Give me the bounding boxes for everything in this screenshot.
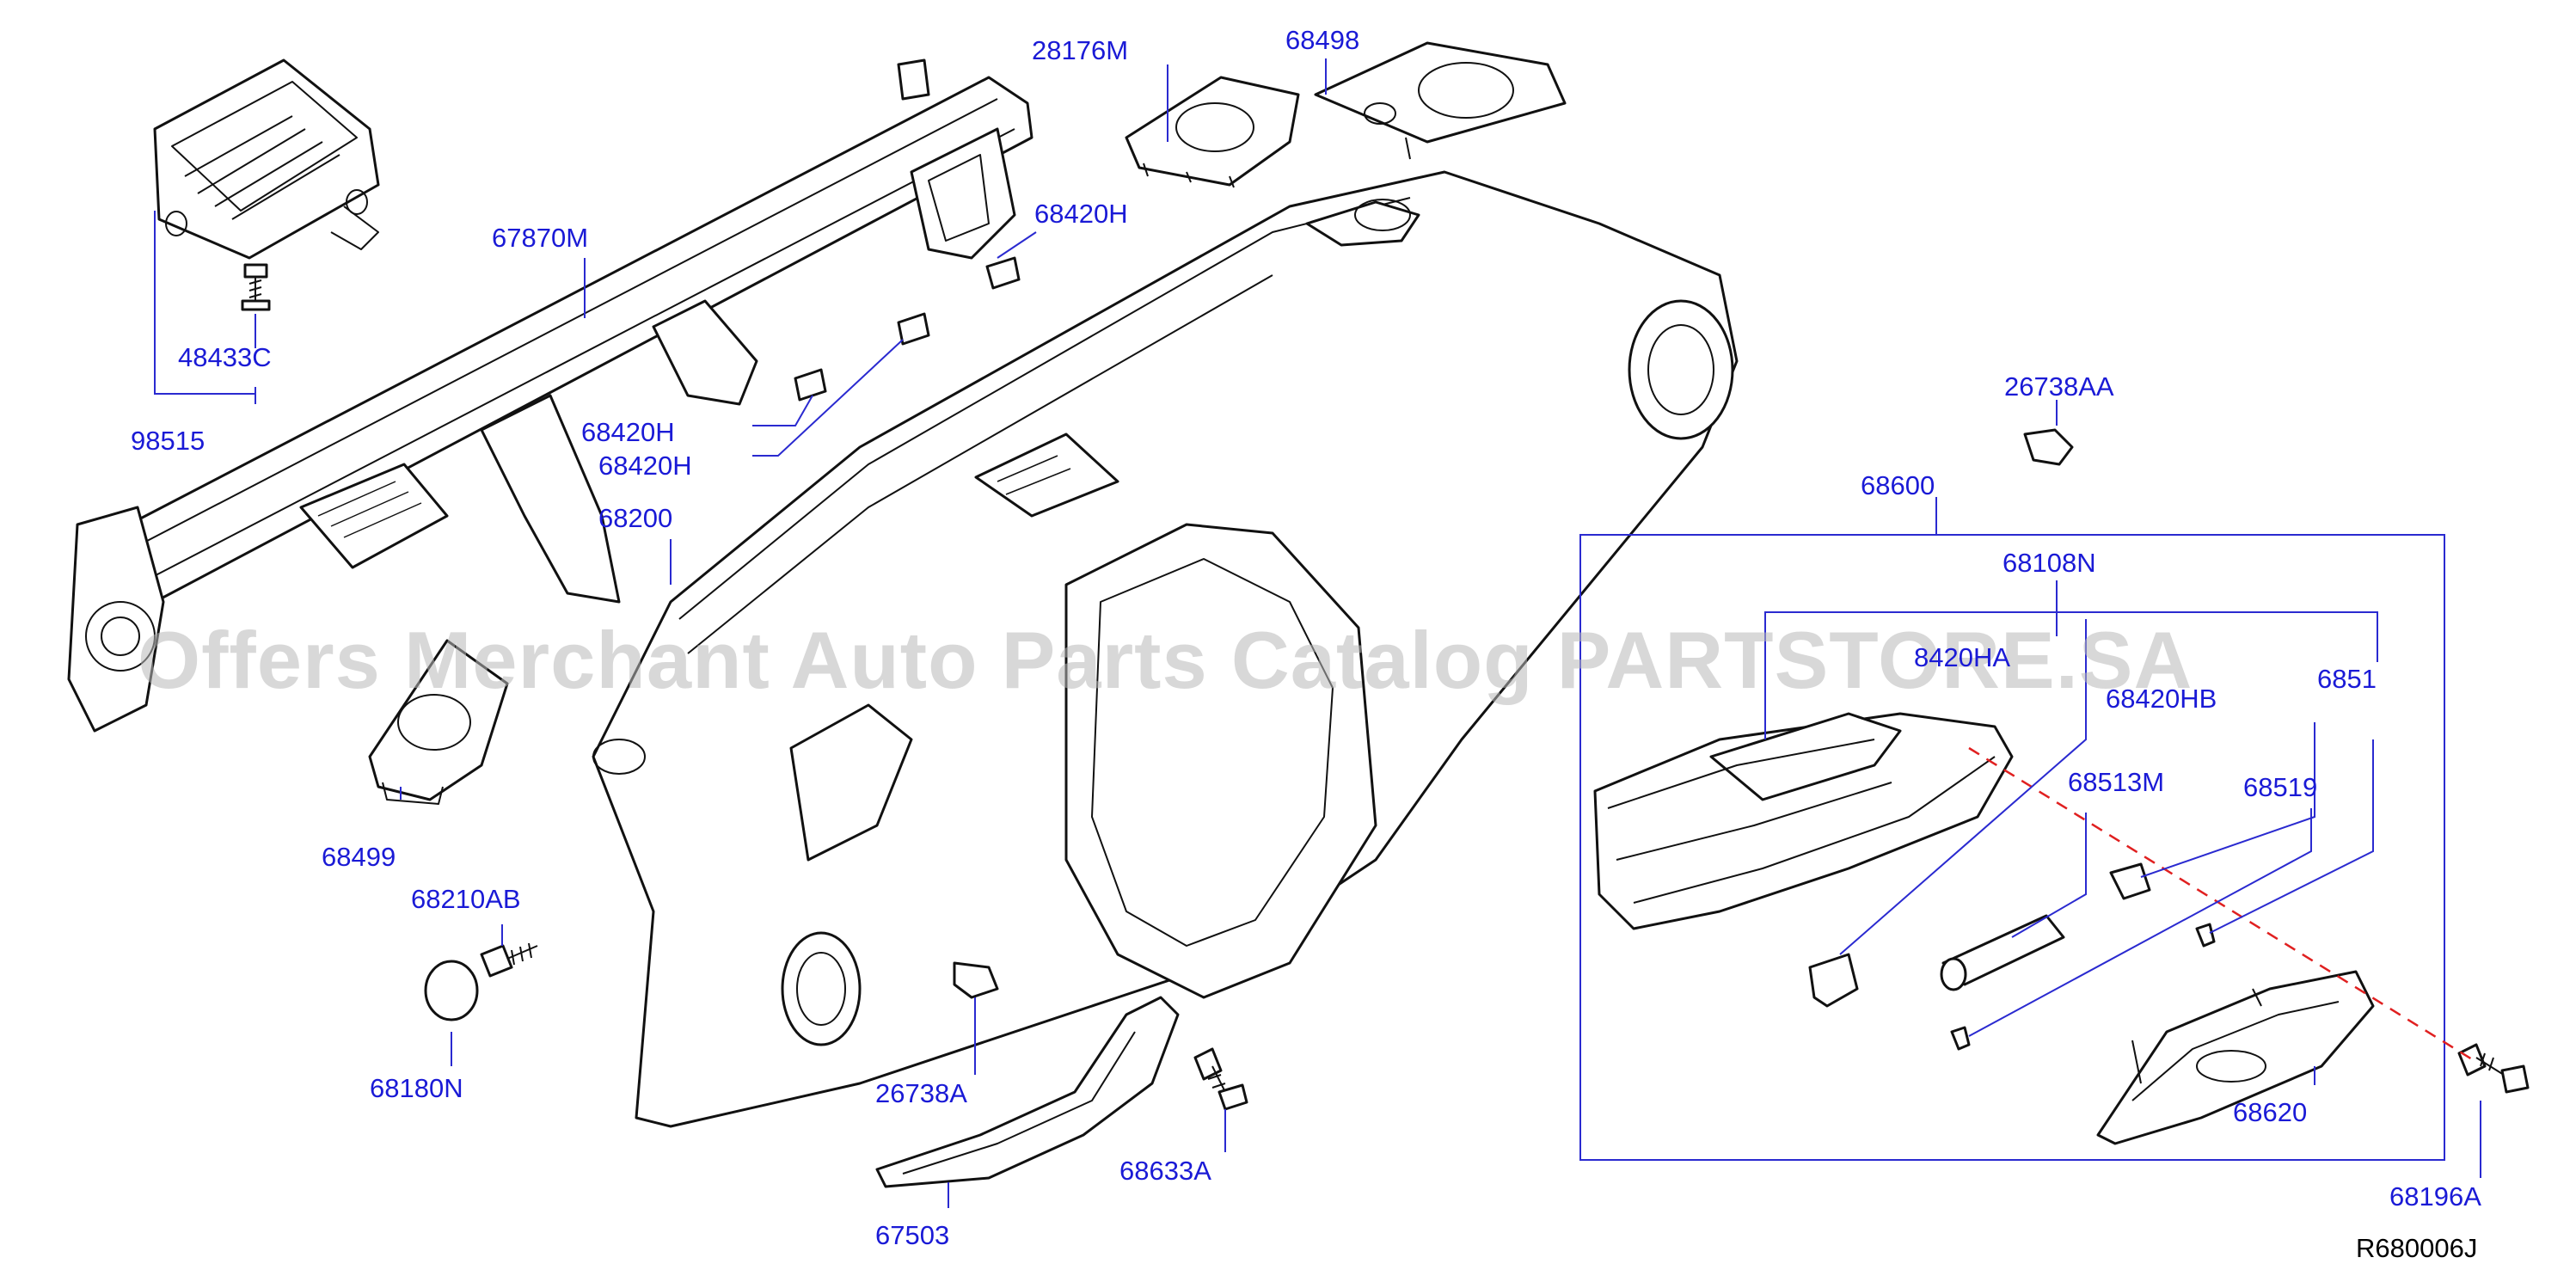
bolt-68633A-drawing — [1193, 1047, 1248, 1111]
clip-26738A-drawing — [953, 961, 999, 999]
label-68200[interactable]: 68200 — [598, 503, 672, 533]
label-68600[interactable]: 68600 — [1861, 470, 1935, 500]
label-67870M[interactable]: 67870M — [492, 223, 588, 253]
clip-68420HA-drawing — [1808, 953, 1859, 1008]
screw-68519-right-drawing — [2195, 923, 2216, 948]
label-68513M[interactable]: 68513M — [2068, 767, 2164, 797]
label-48433C[interactable]: 48433C — [178, 342, 272, 372]
label-68180N[interactable]: 68180N — [370, 1073, 463, 1103]
damper-68513M-drawing — [1940, 914, 2065, 991]
clip-26738AA-drawing — [2023, 428, 2074, 466]
label-68420H-top[interactable]: 68420H — [1034, 199, 1128, 229]
plug-68180N-drawing — [424, 960, 479, 1021]
finisher-68499-drawing — [368, 639, 509, 805]
steering-member-drawing — [67, 58, 1033, 733]
leader-lines — [154, 58, 2481, 1208]
label-98515[interactable]: 98515 — [131, 426, 205, 456]
glovebox-lid-drawing — [2096, 970, 2375, 1145]
group-box-68600 — [1579, 534, 2445, 1161]
label-68420H-b[interactable]: 68420H — [598, 451, 692, 481]
label-68620[interactable]: 68620 — [2233, 1097, 2307, 1127]
watermark-text: Offers Merchant Auto Parts Catalog PARTS… — [138, 615, 2193, 705]
label-68420H-a[interactable]: 68420H — [581, 417, 675, 447]
airbag-module-drawing — [153, 58, 380, 260]
label-68633A[interactable]: 68633A — [1119, 1156, 1211, 1186]
label-26738A[interactable]: 26738A — [875, 1078, 967, 1108]
assembly-axis-line — [1968, 746, 2477, 1064]
label-68420HB[interactable]: 68420HB — [2106, 684, 2217, 714]
clip-68420HB-drawing — [2109, 862, 2151, 900]
label-68210AB[interactable]: 68210AB — [411, 884, 521, 914]
screw-68519-drawing — [1950, 1026, 1971, 1051]
label-26738AA[interactable]: 26738AA — [2004, 371, 2114, 402]
label-68108N[interactable]: 68108N — [2003, 548, 2096, 578]
label-68519-right[interactable]: 6851 — [2317, 664, 2377, 694]
lid-28176M-drawing — [1125, 76, 1300, 188]
lid-68498-drawing — [1314, 41, 1567, 160]
label-68519[interactable]: 68519 — [2243, 772, 2317, 802]
label-28176M[interactable]: 28176M — [1032, 35, 1128, 65]
reference-code: R680006J — [2356, 1233, 2477, 1263]
label-68498[interactable]: 68498 — [1285, 25, 1359, 55]
glovebox-housing-drawing — [1593, 712, 2014, 930]
bracket-67503-drawing — [875, 996, 1180, 1188]
label-68420HA[interactable]: 8420HA — [1914, 642, 2010, 672]
label-67503[interactable]: 67503 — [875, 1220, 949, 1250]
bolt-48433C-drawing — [241, 263, 271, 311]
bolt-68210AB-drawing — [480, 942, 538, 978]
label-68499[interactable]: 68499 — [322, 842, 396, 872]
clip-68420H-drawings — [794, 256, 1021, 402]
instrument-panel-drawing — [592, 170, 1739, 1128]
bolt-68196A-drawing — [2457, 1043, 2530, 1094]
label-68196A[interactable]: 68196A — [2389, 1181, 2481, 1212]
